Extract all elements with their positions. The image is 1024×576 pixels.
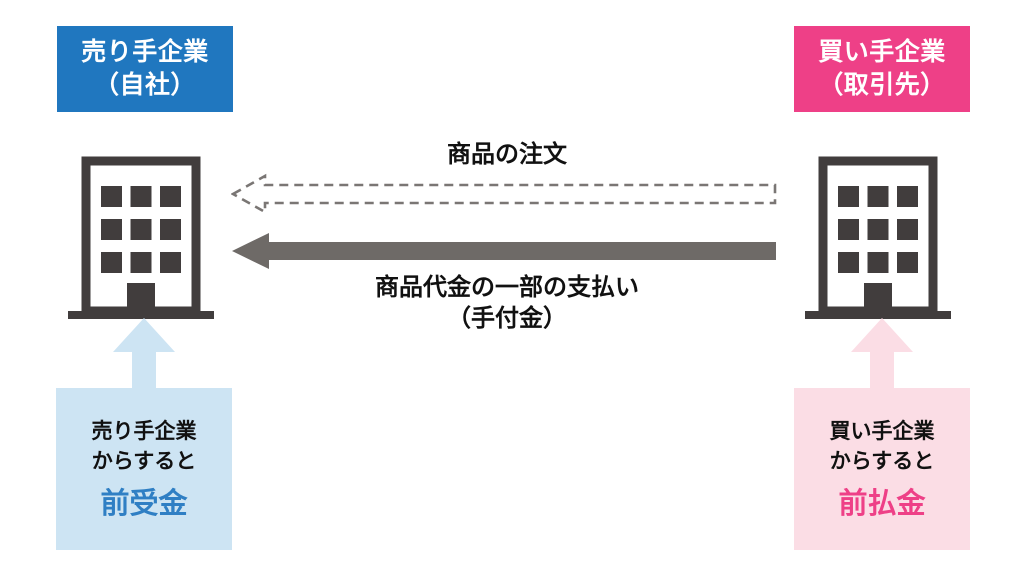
- seller-perspective-who-line1: 売り手企業: [91, 420, 197, 444]
- order-flow-arrow-icon: [231, 173, 777, 215]
- seller-accounting-term: 前受金: [100, 487, 188, 520]
- seller-perspective-box: 売り手企業 からすると 前受金: [56, 388, 232, 550]
- seller-arrow-up-icon: [113, 318, 175, 398]
- payment-flow-label: 商品代金の一部の支払い （手付金）: [307, 272, 707, 334]
- payment-flow-arrow-icon: [232, 233, 776, 269]
- seller-perspective-who-line2: からすると: [91, 450, 197, 474]
- seller-header-box: 売り手企業 （自社）: [57, 26, 233, 112]
- seller-header-line1: 売り手企業: [81, 38, 209, 66]
- buyer-header-box: 買い手企業 （取引先）: [794, 26, 970, 112]
- payment-flow-label-line2: （手付金）: [447, 305, 567, 333]
- buyer-perspective-who-line1: 買い手企業: [829, 420, 935, 444]
- order-flow-label: 商品の注文: [447, 141, 567, 168]
- buyer-perspective-who: 買い手企業 からすると: [830, 417, 935, 477]
- buyer-building-icon: [805, 156, 951, 319]
- buyer-accounting-term: 前払金: [838, 487, 926, 520]
- payment-flow-label-line1: 商品代金の一部の支払い: [375, 274, 639, 301]
- seller-header-line2: （自社）: [93, 71, 196, 99]
- buyer-perspective-box: 買い手企業 からすると 前払金: [794, 388, 970, 550]
- buyer-arrow-up-icon: [851, 318, 913, 398]
- buyer-header-line1: 買い手企業: [818, 38, 946, 66]
- seller-building-icon: [68, 156, 214, 319]
- seller-perspective-who: 売り手企業 からすると: [92, 417, 197, 477]
- buyer-header-line2: （取引先）: [818, 71, 946, 99]
- buyer-perspective-who-line2: からすると: [829, 450, 935, 474]
